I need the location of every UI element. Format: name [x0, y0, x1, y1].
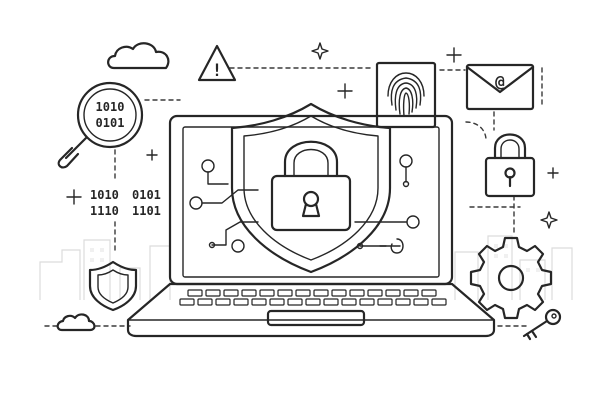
email-icon: @	[465, 63, 535, 111]
background-skyline	[39, 235, 573, 300]
laptop-icon	[126, 102, 496, 338]
cloud-icon	[107, 42, 170, 70]
shield-padlock-icon	[270, 140, 352, 232]
sparkle-icon	[311, 42, 329, 60]
warning-symbol: !	[212, 61, 222, 81]
plus-icon	[66, 47, 559, 205]
magnifier-icon: 1010 0101	[57, 81, 144, 169]
laptop-touchpad	[266, 309, 366, 327]
circuit-traces	[189, 154, 420, 254]
key-icon	[522, 308, 562, 341]
gear-icon	[469, 236, 553, 320]
shield-icon	[230, 102, 392, 274]
magnifier-binary-line2: 0101	[96, 116, 125, 130]
binary-code-row1-b: 0101	[132, 188, 161, 202]
fingerprint-icon	[375, 61, 437, 129]
sparkle-icon	[540, 211, 558, 229]
laptop-keyboard	[179, 289, 447, 306]
binary-code-row2-b: 1101	[132, 204, 161, 218]
small-cloud-icon	[56, 313, 96, 332]
warning-icon: !	[197, 44, 237, 82]
laptop-screen	[182, 126, 440, 278]
padlock-icon	[484, 133, 536, 198]
binary-code-block: 1010 0101 1110 1101	[90, 188, 161, 218]
laptop-base	[126, 282, 496, 338]
magnifier-binary-line1: 1010	[96, 100, 125, 114]
binary-code-row2-a: 1110	[90, 204, 119, 218]
dashed-connectors	[44, 67, 543, 327]
email-symbol: @	[495, 72, 505, 91]
binary-code-row1-a: 1010	[90, 188, 119, 202]
small-shield-icon	[88, 260, 138, 312]
